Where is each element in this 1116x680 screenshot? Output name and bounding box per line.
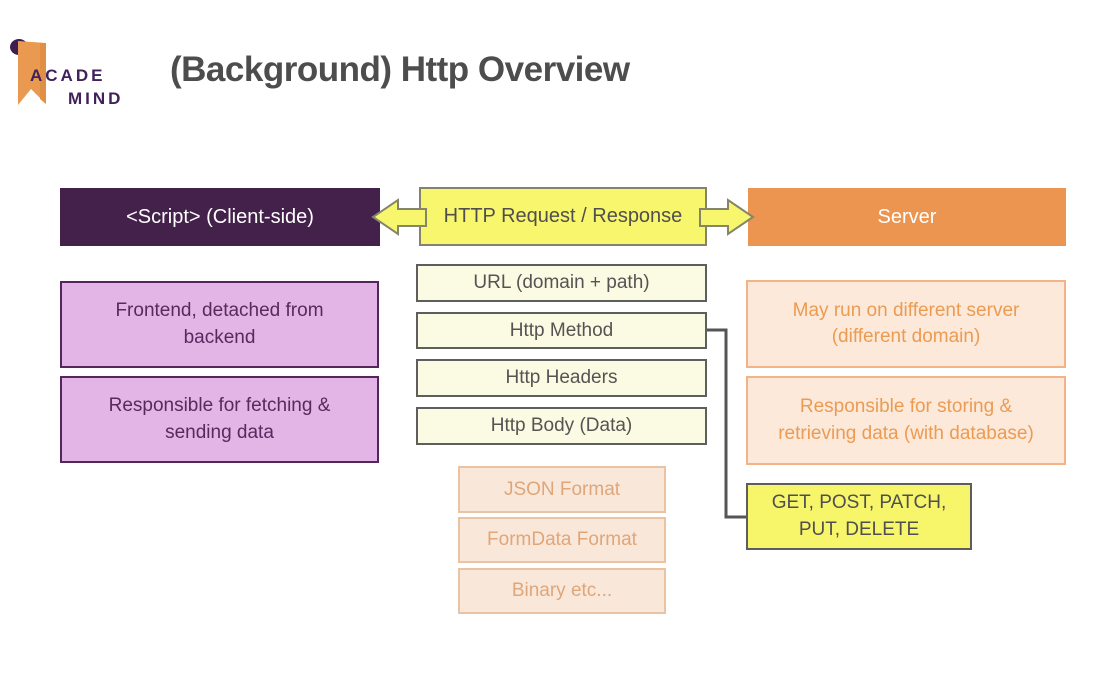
arrow-right-icon [699, 198, 755, 236]
server-note-domain: May run on different server (different d… [746, 280, 1066, 368]
logo-text-acade: ACADE [30, 66, 106, 85]
academind-logo-icon [10, 39, 46, 105]
body-format-binary: Binary etc... [458, 568, 666, 614]
request-part-headers: Http Headers [416, 359, 707, 397]
client-header-box: <Script> (Client-side) [60, 188, 380, 246]
http-request-response-box: HTTP Request / Response [419, 187, 707, 246]
http-methods-box: GET, POST, PATCH, PUT, DELETE [746, 483, 972, 550]
request-part-url: URL (domain + path) [416, 264, 707, 302]
page-title: (Background) Http Overview [170, 50, 630, 89]
body-format-json: JSON Format [458, 466, 666, 513]
logo-text-mind: MIND [68, 89, 124, 108]
request-part-body: Http Body (Data) [416, 407, 707, 445]
request-part-method: Http Method [416, 312, 707, 349]
client-note-fetching: Responsible for fetching & sending data [60, 376, 379, 463]
server-note-storing: Responsible for storing & retrieving dat… [746, 376, 1066, 465]
body-format-formdata: FormData Format [458, 517, 666, 563]
server-header-box: Server [748, 188, 1066, 246]
method-to-methods-connector-line [707, 328, 746, 519]
academind-logo: ACADE MIND [0, 0, 160, 120]
client-note-frontend: Frontend, detached from backend [60, 281, 379, 368]
